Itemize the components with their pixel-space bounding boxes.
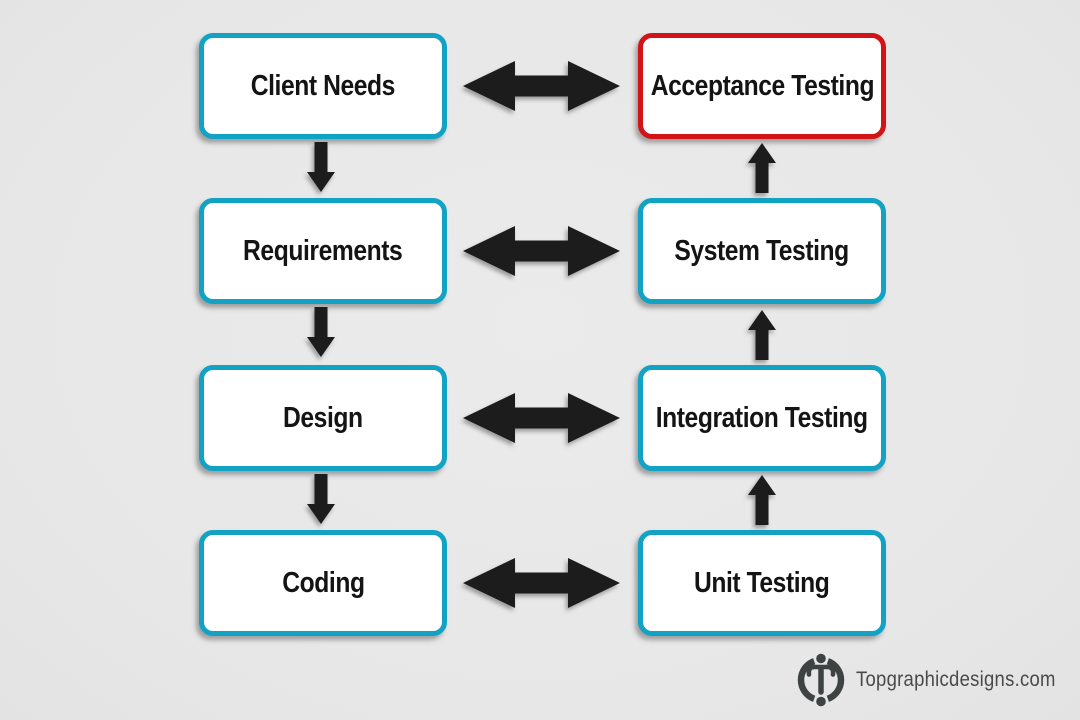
- flow-box-system-testing: System Testing: [638, 198, 886, 304]
- flow-box-requirements: Requirements: [199, 198, 447, 304]
- flow-box-label: Design: [283, 401, 363, 434]
- brand-name: Topgraphicdesigns.com: [856, 668, 1056, 691]
- flow-box-label: Unit Testing: [694, 566, 830, 599]
- brand-logo: Topgraphicdesigns.com: [795, 652, 1080, 708]
- double-arrow-icon: [463, 393, 620, 443]
- flow-box-unit-testing: Unit Testing: [638, 530, 886, 636]
- flow-box-label: Coding: [281, 566, 365, 599]
- double-arrow-icon: [463, 558, 620, 608]
- up-arrow-icon: [748, 475, 776, 525]
- flow-box-label: Client Needs: [250, 69, 396, 102]
- flow-box-client-needs: Client Needs: [199, 33, 447, 139]
- flow-box-label: System Testing: [674, 234, 850, 267]
- flow-box-coding: Coding: [199, 530, 447, 636]
- flow-box-label: Acceptance Testing: [650, 69, 874, 102]
- down-arrow-icon: [307, 142, 335, 192]
- down-arrow-icon: [307, 474, 335, 524]
- flow-box-design: Design: [199, 365, 447, 471]
- double-arrow-icon: [463, 61, 620, 111]
- flow-box-label: Requirements: [243, 234, 403, 267]
- double-arrow-icon: [463, 226, 620, 276]
- flow-box-integration-testing: Integration Testing: [638, 365, 886, 471]
- t-monogram-circle-icon: [797, 653, 845, 707]
- down-arrow-icon: [307, 307, 335, 357]
- flow-box-acceptance-testing: Acceptance Testing: [638, 33, 886, 139]
- up-arrow-icon: [748, 310, 776, 360]
- up-arrow-icon: [748, 143, 776, 193]
- flow-box-label: Integration Testing: [656, 401, 868, 434]
